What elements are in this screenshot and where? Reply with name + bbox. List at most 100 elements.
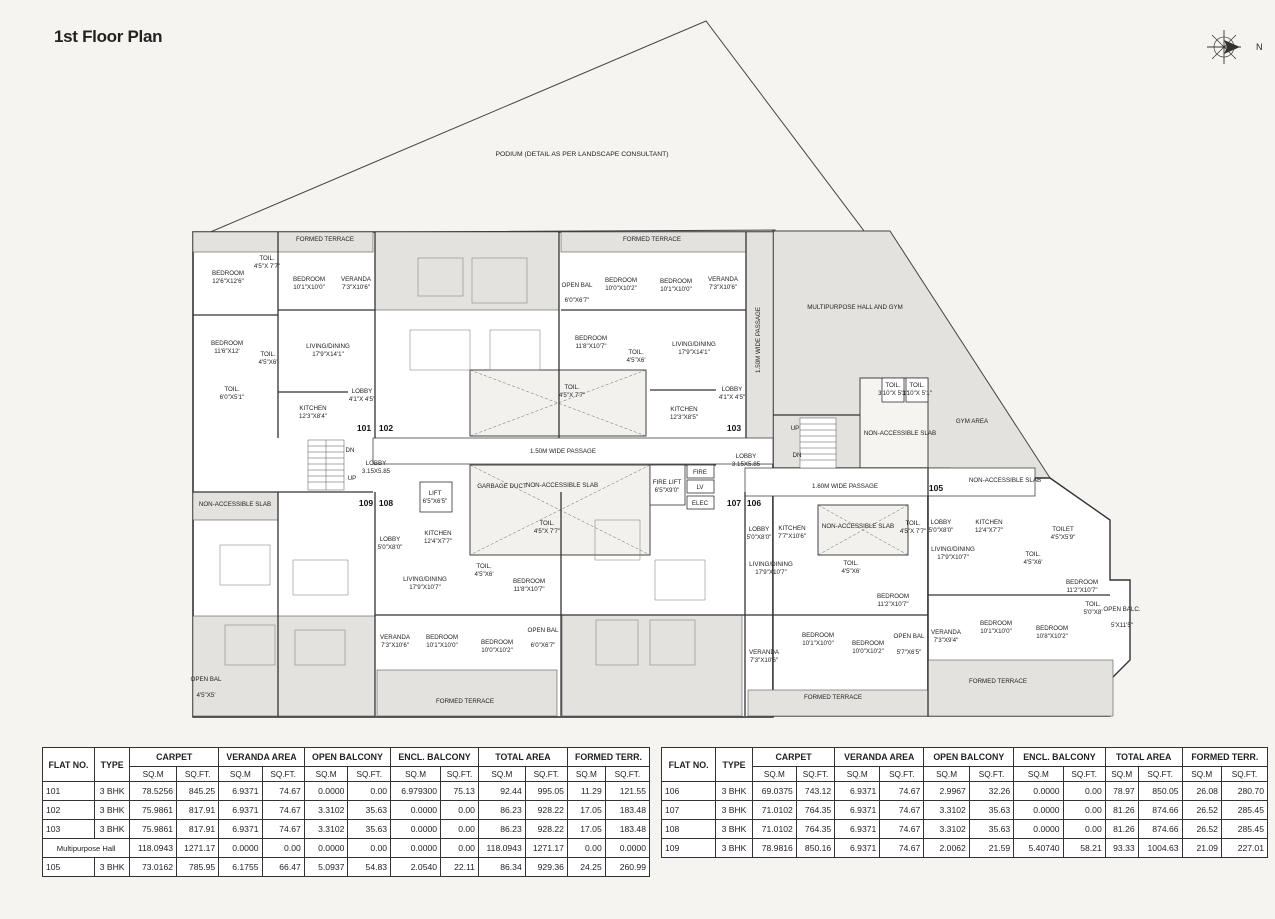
table-cell: 0.0000 [303,838,349,858]
table-cell: 74.67 [261,781,305,801]
col-carpet: CARPET [751,747,836,767]
room-label: BEDROOM [802,632,834,639]
room-size: 10'1"X10'0" [980,628,1012,635]
table-cell: 35.63 [968,800,1015,820]
table-cell: 6.9371 [834,781,881,801]
table-cell: 1004.63 [1137,838,1183,858]
table-cell: 0.0000 [390,819,442,839]
lobby-label: LOBBY [366,460,387,467]
table-cell: 0.00 [347,781,392,801]
table-cell: 106 [660,781,717,801]
lift-size: 6'5"X6'5" [423,498,448,505]
table-cell: 0.00 [440,838,479,858]
room-size: 4'5"X 7'7" [254,263,280,270]
non-accessible-slab-label: NON-ACCESSIBLE SLAB [822,523,894,530]
unit-sqft: SQ.FT. [347,766,392,782]
formed-terrace-label: FORMED TERRACE [436,698,494,705]
flat-number-102: 102 [379,423,393,433]
room-size: 17'9"X10'7" [755,569,787,576]
table-cell: 6.9371 [218,781,263,801]
table-cell: 3.3102 [923,819,970,839]
table-cell: 74.67 [879,819,925,839]
table-cell: 17.05 [566,819,606,839]
table-cell: 86.23 [477,800,526,820]
room-label: BEDROOM [513,578,545,585]
col-type: TYPE [715,747,753,782]
table-cell: 121.55 [604,781,651,801]
stair-up-label: UP [791,425,800,432]
table-cell: 874.66 [1137,819,1183,839]
room-size: 12'6"X12'6" [212,278,244,285]
non-accessible-slab-label: NON-ACCESSIBLE SLAB [526,482,598,489]
room-size: 5'0"X8'0" [929,527,954,534]
table-cell: 6.9371 [834,838,881,858]
table-cell: 743.12 [795,781,836,801]
table-cell: 1271.17 [176,838,220,858]
elec-label: ELEC [692,500,709,507]
room-label: TOIL. [224,386,240,393]
room-size: 4'5"X6' [841,568,860,575]
flat-number-107: 107 [727,498,741,508]
room-label: KITCHEN [299,405,326,412]
room-label: BEDROOM [1066,579,1098,586]
room-label: BEDROOM [575,335,607,342]
passage-label: 1.50M WIDE PASSAGE [530,448,596,455]
flat-number-105: 105 [929,483,943,493]
table-cell: 108 [660,819,717,839]
room-label: BEDROOM [980,620,1012,627]
table-cell: 74.67 [879,838,925,858]
table-cell: 107 [660,800,717,820]
table-cell: 26.08 [1181,781,1222,801]
table-cell: 75.13 [440,781,479,801]
stair-up-label: UP [348,475,357,482]
room-label: OPEN BAL [528,627,560,634]
unit-sqft: SQ.FT. [524,766,568,782]
room-label: KITCHEN [975,519,1002,526]
room-label: TOIL. [476,563,492,570]
unit-sqft: SQ.FT. [604,766,651,782]
col-flat-no: FLAT NO. [42,747,95,782]
lobby-size: 3.15X5.85 [362,468,391,475]
table-cell: 0.0000 [390,800,442,820]
table-cell: 3 BHK [715,781,753,801]
room-label: BEDROOM [660,278,692,285]
room-label: OPEN BAL [894,633,926,640]
room-label: TOIL. [539,520,555,527]
col-formed-terr: FORMED TERR. [566,747,651,767]
unit-sqft: SQ.FT. [1220,766,1269,782]
flat-number-108: 108 [379,498,393,508]
room-label: TOIL. [628,349,644,356]
room-size: 4'5"X6' [258,359,277,366]
stair-down-label: DN [793,452,802,459]
table-cell: 5.40740 [1013,838,1064,858]
multipurpose-hall-label: MULTIPURPOSE HALL AND GYM [807,304,903,311]
room-label: TOIL. [885,382,901,389]
room-size: 6'0"X6'7" [565,297,590,304]
fire-lift-label: FIRE LIFT [653,479,682,486]
table-cell: 0.0000 [218,838,263,858]
table-cell: 22.11 [440,857,479,877]
room-label: OPEN BALC. [1103,606,1140,613]
room-label: BEDROOM [852,640,884,647]
room-label: OPEN BAL [191,676,223,683]
room-size: 10'0"X10'2" [605,285,637,292]
room-size: 4'5"X6' [626,357,645,364]
table-cell: 1271.17 [524,838,568,858]
room-size: 10'1"X10'0" [660,286,692,293]
table-cell: 928.22 [524,800,568,820]
page-title: 1st Floor Plan [54,27,163,46]
table-cell: 817.91 [176,800,220,820]
table-cell: 260.99 [604,857,651,877]
room-size: 17'9"X10'7" [409,584,441,591]
table-cell: 285.45 [1220,819,1269,839]
non-accessible-slab-label: NON-ACCESSIBLE SLAB [199,501,271,508]
table-cell: 74.67 [261,800,305,820]
room-label: VERANDA [749,649,780,656]
unit-sqm: SQ.M [923,766,970,782]
table-cell: 0.00 [347,838,392,858]
podium-label: PODIUM (DETAIL AS PER LANDSCAPE CONSULTA… [495,151,668,158]
stair-down-label: DN [346,447,355,454]
